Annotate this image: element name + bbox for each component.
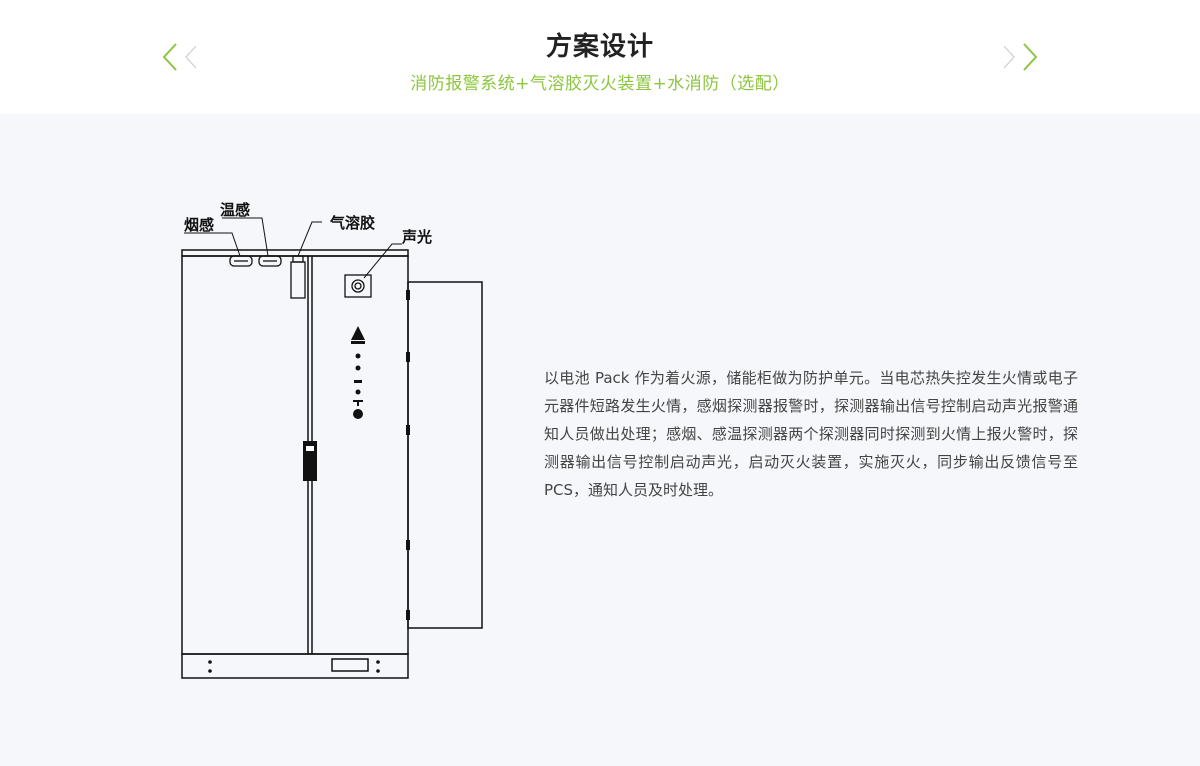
- label-sound-light: 声光: [401, 228, 432, 246]
- smoke-detector: [229, 255, 253, 267]
- cabinet-top-plate: [181, 249, 409, 257]
- side-enclosure: [407, 281, 483, 629]
- double-chevron-left-icon: [162, 43, 197, 71]
- content-area: [0, 114, 1200, 766]
- prev-arrow-button[interactable]: [160, 40, 200, 78]
- base-slot: [331, 658, 369, 672]
- next-arrow-button[interactable]: [1000, 40, 1040, 78]
- cabinet-base: [181, 653, 409, 679]
- double-chevron-right-icon: [1003, 43, 1038, 71]
- control-panel: [351, 326, 365, 419]
- cabinet-drawing: 烟感 温感 气溶胶 声光: [181, 201, 483, 679]
- aerosol-unit: [290, 255, 306, 299]
- header: 方案设计 消防报警系统+气溶胶灭火装置+水消防（选配）: [0, 0, 1200, 114]
- page-title: 方案设计: [545, 32, 654, 62]
- label-smoke: 烟感: [184, 216, 214, 234]
- solution-description: 以电池 Pack 作为着火源，储能柜做为防护单元。当电芯热失控发生火情或电子元器…: [544, 369, 1078, 499]
- label-temperature: 温感: [220, 201, 250, 219]
- sound-light-alarm: [344, 274, 372, 298]
- page-subtitle: 消防报警系统+气溶胶灭火装置+水消防（选配）: [410, 74, 790, 94]
- cabinet-body: [181, 255, 409, 655]
- temperature-detector: [258, 255, 282, 267]
- cabinet-diagram: 烟感 温感 气溶胶 声光: [176, 196, 496, 690]
- label-aerosol: 气溶胶: [329, 214, 375, 232]
